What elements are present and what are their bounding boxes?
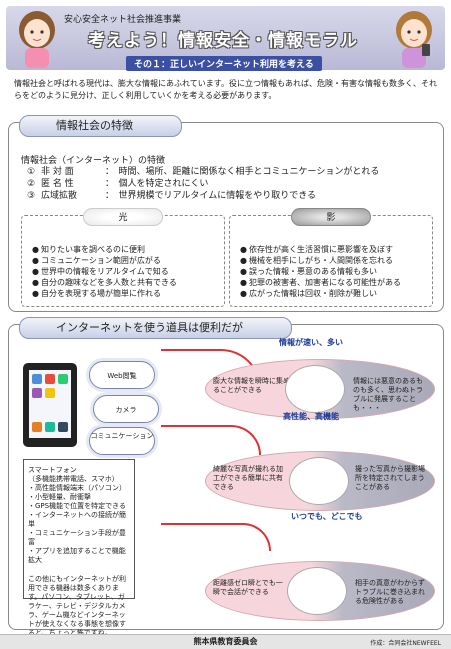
- red-arrow-icon: [161, 523, 271, 551]
- list-item: 犯罪の被害者、加害者になる可能性がある: [240, 277, 401, 288]
- con-text: 情報には悪意のあるものも多く、思わぬトラブルに発展することも・・・: [353, 377, 423, 412]
- feature-line: ・小型軽量、耐衝撃: [28, 493, 91, 501]
- feature-line: ・GPS機能で位置を特定できる: [28, 502, 126, 510]
- block-heading: いつでも、どこでも: [291, 512, 363, 521]
- page-subtitle: その１：正しいインターネット利用を考える: [126, 56, 322, 71]
- girl-illustration-left: [19, 11, 55, 68]
- app-icon: [45, 374, 55, 384]
- con-text: 相手の真意がわからずトラブルに巻き込まれる危険性がある: [355, 579, 425, 605]
- con-text: 撮った写真から撮影場所を特定されてしまうことがある: [355, 465, 425, 491]
- list-item: 誤った情報・悪意のある情報も多い: [240, 266, 401, 277]
- list-item: コミュニケーション範囲が広がる: [32, 255, 177, 266]
- section-internet-tools: インターネットを使う道具は便利だが Web閲覧 カメラ コミュニケーション スマ…: [8, 317, 444, 637]
- block-heading: 高性能、高機能: [283, 412, 339, 421]
- header-banner: 安心安全ネット社会推進事業 考えよう！情報安全・情報モラル その１：正しいインタ…: [6, 6, 445, 71]
- section-title: 情報社会の特徴: [19, 115, 182, 137]
- org-name: 安心安全ネット社会推進事業: [64, 15, 182, 25]
- app-icon: [45, 422, 55, 432]
- girl-illustration-right: [396, 11, 432, 68]
- feature-line: ・コミュニケーション手段が豊富: [28, 529, 126, 546]
- feature-line: （多機能携帯電話、スマホ）: [28, 475, 119, 483]
- smartphone-illustration: [23, 363, 77, 447]
- list-item: 自分を表現する場が簡単に作れる: [32, 288, 177, 299]
- pro-text: 膨大な情報を瞬時に集めることができる: [213, 377, 290, 394]
- shadow-side-box: 影 依存性が高く生活習慣に悪影響を及ぼす 機械を相手にしがち・人間関係を忘れる …: [229, 208, 433, 307]
- intro-text: 情報社会と呼ばれる現代は、膨大な情報にあふれています。役に立つ情報もあれば、危険…: [14, 79, 437, 100]
- tower-illustration: [285, 365, 345, 413]
- list-item: 知りたい事を調べるのに便利: [32, 244, 177, 255]
- app-icon: [32, 374, 42, 384]
- app-icon: [58, 422, 68, 432]
- photo-illustration: [289, 457, 349, 505]
- cloud-communication: コミュニケーション: [89, 427, 155, 455]
- map-illustration: [287, 567, 347, 615]
- smartphone-features-box: スマートフォン （多機能携帯電話、スマホ） ・高性能情報端末（パソコン） ・小型…: [23, 459, 135, 637]
- pro-text: 綺麗な写真が撮れる加工ができる簡単に共有できる: [213, 465, 283, 491]
- pro-text: 距離感ゼロ瞬とでも一瞬で会話ができる: [213, 579, 283, 596]
- page-title: 考えよう！情報安全・情報モラル: [88, 31, 358, 51]
- light-label: 光: [83, 208, 163, 226]
- list-item: 広がった情報は回収・削除が難しい: [240, 288, 401, 299]
- footer-credit: 作成：合同会社NEWFEEL: [370, 640, 441, 647]
- footer: 熊本県教育委員会 作成：合同会社NEWFEEL: [0, 634, 451, 649]
- app-icon: [45, 388, 55, 398]
- red-arrow-icon: [161, 425, 261, 455]
- app-icon: [58, 374, 68, 384]
- feature-note: この他にもインターネットが利用できる機器は数多くあります。パソコン、タブレット、…: [28, 575, 126, 637]
- cloud-camera: カメラ: [93, 395, 159, 423]
- list-item: 依存性が高く生活習慣に悪影響を及ぼす: [240, 244, 401, 255]
- footer-org: 熊本県教育委員会: [193, 637, 258, 646]
- feature-line: スマートフォン: [28, 466, 77, 474]
- feature-line: ・インターネットへの接続が簡単: [28, 511, 126, 528]
- features-heading: 情報社会（インターネット）の特徴: [21, 156, 166, 166]
- block-heading: 情報が速い、多い: [279, 338, 343, 347]
- list-item: 自分の趣味などを多人数と共有できる: [32, 277, 177, 288]
- feature-line: ・アプリを追加することで機能拡大: [28, 547, 126, 564]
- feature-line: ・高性能情報端末（パソコン）: [28, 484, 126, 492]
- section-title: インターネットを使う道具は便利だが: [19, 317, 292, 339]
- list-item: 機械を相手にしがち・人間関係を忘れる: [240, 255, 401, 266]
- app-icon: [32, 422, 42, 432]
- light-side-box: 光 知りたい事を調べるのに便利 コミュニケーション範囲が広がる 世界中の情報をリ…: [21, 208, 225, 307]
- shadow-label: 影: [291, 208, 371, 226]
- app-icon: [32, 388, 42, 398]
- list-item: 世界中の情報をリアルタイムで知る: [32, 266, 177, 277]
- cloud-web-browsing: Web閲覧: [89, 361, 155, 389]
